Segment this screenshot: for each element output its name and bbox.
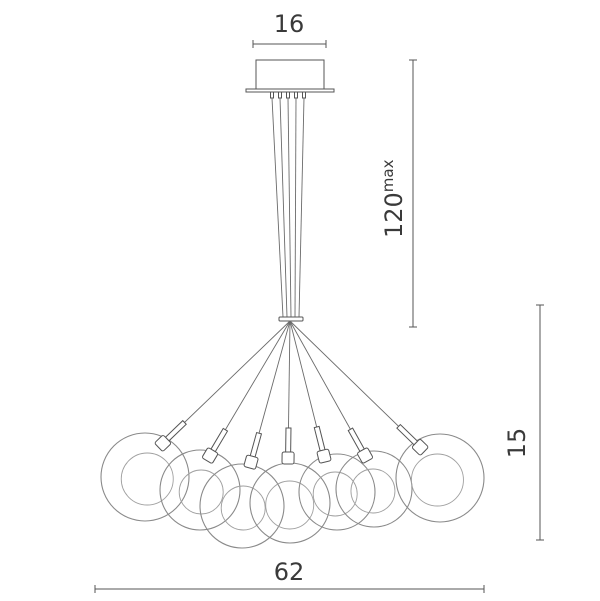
globe-assembly <box>289 320 413 528</box>
overall-width-dimension: 62 <box>94 558 485 593</box>
ceiling-canopy <box>245 59 335 99</box>
drop-height-suffix: max <box>379 159 397 192</box>
overall-width-label: 62 <box>274 558 305 586</box>
lamp-socket <box>281 427 295 465</box>
canopy-cord-grips <box>270 91 306 99</box>
suspension-wires <box>271 97 305 318</box>
canopy-body <box>255 59 325 90</box>
globe-assembly <box>159 320 291 531</box>
globe-cluster <box>100 320 485 549</box>
globe-inner-reflection <box>411 453 464 507</box>
suspension-wire <box>279 97 288 318</box>
globe-inner-reflection <box>120 452 174 506</box>
glass-globe <box>298 453 376 531</box>
glass-globe <box>249 462 331 544</box>
globe-assembly <box>289 320 485 523</box>
globe-inner-reflection <box>350 468 396 514</box>
lamp-socket <box>154 419 187 452</box>
globe-assembly <box>249 320 331 544</box>
globe-inner-reflection <box>220 485 266 531</box>
canopy-width-label: 16 <box>274 10 305 38</box>
globe-assembly <box>100 320 291 522</box>
suspension-wire <box>271 97 284 318</box>
globe-inner-reflection <box>312 471 358 517</box>
lamp-socket <box>396 423 429 456</box>
drop-height-dimension: 120max <box>379 59 417 328</box>
globe-assembly <box>289 320 376 531</box>
canopy-width-dimension: 16 <box>252 10 327 48</box>
lamp-socket <box>313 425 332 464</box>
suspension-wire <box>294 97 297 318</box>
lamp-socket <box>243 431 263 470</box>
gathering-ring <box>278 316 304 322</box>
glass-globe <box>100 432 190 522</box>
lamp-socket <box>202 427 229 464</box>
globe-inner-reflection <box>265 480 315 530</box>
glass-globe <box>159 449 241 531</box>
lamp-socket <box>347 427 373 464</box>
drop-height-value: 120 <box>380 192 408 238</box>
drop-height-label: 120max <box>379 159 408 238</box>
globe-assembly <box>199 320 291 549</box>
cluster-height-dimension: 15 <box>503 304 544 541</box>
suspension-wire <box>287 97 292 318</box>
cluster-height-label: 15 <box>503 428 531 459</box>
glass-globe <box>395 433 485 523</box>
glass-globe <box>335 450 413 528</box>
glass-globe <box>199 463 285 549</box>
suspension-wire <box>298 97 305 318</box>
